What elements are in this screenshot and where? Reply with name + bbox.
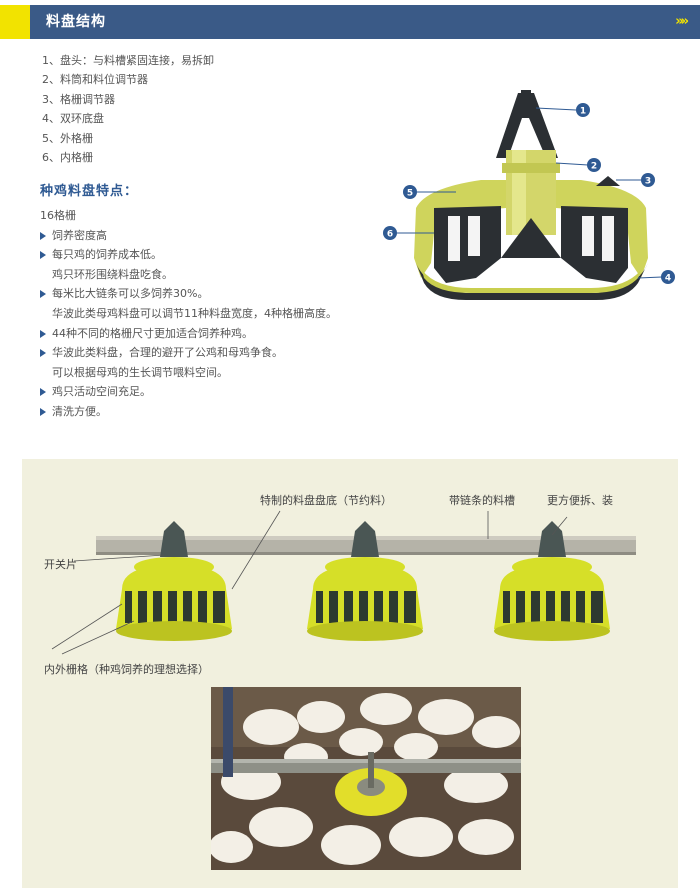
callout-label: 6 [387, 230, 393, 240]
double-chevron-icon: »» [675, 14, 689, 29]
callout-1 [576, 103, 590, 117]
switch-label: 开关片 [44, 558, 77, 571]
feature-item: 鸡只活动空间充足。 [40, 382, 380, 402]
part-item: 4、双环底盘 [42, 112, 104, 126]
callout-label: 4 [665, 274, 671, 284]
feature-item: 清洗方便。 [40, 402, 380, 422]
feature-item: 每只鸡的饲养成本低。 [40, 245, 380, 265]
system-illustration-panel: 特制的料盘盘底（节约料） 带链条的料槽 更方便拆、装 开关片 内外栅格（种鸡饲养… [22, 459, 678, 888]
grilles-label: 内外栅格（种鸡饲养的理想选择） [44, 663, 209, 676]
part-item: 2、料筒和料位调节器 [42, 73, 148, 87]
chickens-feeding-photo [211, 687, 521, 870]
callout-5 [403, 185, 417, 199]
chain-trough-label: 带链条的料槽 [449, 494, 515, 507]
arrow-bullet-icon [40, 349, 46, 358]
callout-label: 2 [591, 162, 597, 172]
callout-label: 3 [645, 177, 651, 187]
feature-item: 可以根据母鸡的生长调节喂料空间。 [52, 365, 228, 379]
section-header: 料盘结构 »» [0, 5, 700, 39]
feeder-pan [494, 521, 610, 641]
easy-assembly-label: 更方便拆、装 [547, 494, 613, 507]
part-item: 5、外格栅 [42, 131, 93, 145]
feeder-pan [307, 521, 423, 641]
features-list: 16格栅 饲养密度高 每只鸡的饲养成本低。 鸡只环形围绕料盘吃食。 每米比大链条… [40, 206, 380, 422]
feature-item: 16格栅 [40, 209, 76, 222]
part-item: 1、盘头：与料槽紧固连接，易拆卸 [42, 54, 214, 67]
callout-label: 5 [407, 189, 413, 199]
part-item: 3、格栅调节器 [42, 92, 115, 106]
feeder-structure-diagram: 1 2 3 4 5 6 [383, 90, 675, 300]
callout-6 [383, 226, 397, 240]
arrow-bullet-icon [40, 388, 46, 397]
feeder-line-illustration [51, 510, 636, 655]
callout-label: 1 [580, 107, 586, 117]
feature-item: 每米比大链条可以多饲养30%。 [40, 284, 380, 304]
feature-item: 华波此类料盘，合理的避开了公鸡和母鸡争食。 [40, 343, 380, 363]
arrow-bullet-icon [40, 329, 46, 338]
arrow-bullet-icon [40, 231, 46, 240]
section-title: 料盘结构 [46, 14, 106, 30]
header-background [30, 5, 700, 39]
callout-2 [587, 158, 601, 172]
feature-item: 44种不同的格栅尺寸更加适合饲养种鸡。 [40, 324, 380, 344]
callout-3 [641, 173, 655, 187]
callout-4 [661, 270, 675, 284]
arrow-bullet-icon [40, 251, 46, 260]
feature-item: 鸡只环形围绕料盘吃食。 [52, 267, 173, 281]
header-accent [0, 5, 30, 39]
arrow-bullet-icon [40, 407, 46, 416]
arrow-bullet-icon [40, 290, 46, 299]
features-title: 种鸡料盘特点： [40, 184, 139, 199]
feature-item: 饲养密度高 [40, 226, 380, 246]
parts-list: 1、盘头：与料槽紧固连接，易拆卸 2、料筒和料位调节器 3、格栅调节器 4、双环… [42, 51, 214, 167]
feature-item: 华波此类母鸡料盘可以调节11种料盘宽度，4种格栅高度。 [52, 306, 337, 320]
special-pan-label: 特制的料盘盘底（节约料） [260, 494, 392, 507]
part-item: 6、内格栅 [42, 151, 93, 165]
feeder-pan [116, 521, 232, 641]
